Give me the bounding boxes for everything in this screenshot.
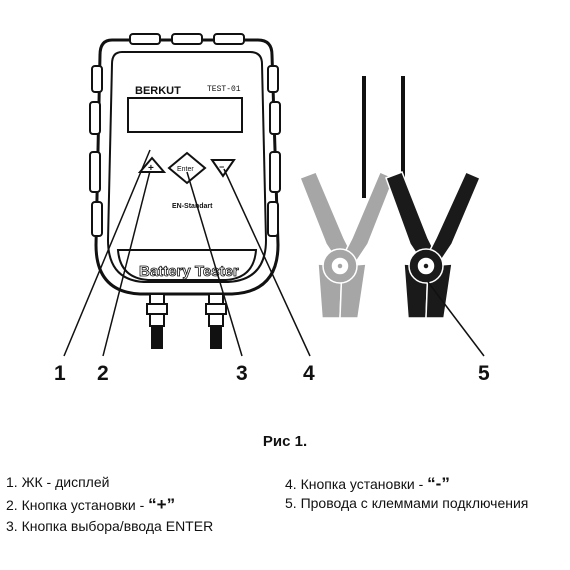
right-bumper-ribs [267, 65, 281, 237]
legend-item-4-symbol: “-” [427, 474, 450, 493]
minus-button [210, 159, 236, 178]
legend-item-3: 3. Кнопка выбора/ввода ENTER [6, 518, 214, 534]
leader-line-5 [427, 281, 485, 357]
leader-line-1 [63, 149, 151, 357]
figure-caption: Рис 1. [262, 433, 308, 450]
device-outer-bumper [94, 38, 280, 296]
legend-item-2-text: 2. Кнопка установки - [6, 497, 149, 513]
brand-label: BERKUT [135, 85, 181, 97]
minus-symbol: − [219, 162, 224, 172]
leader-line-4 [223, 168, 311, 357]
callout-5: 5 [478, 362, 490, 385]
label-band [116, 249, 258, 281]
battery-tester-device [89, 33, 281, 296]
standard-label: EN-Standart [172, 203, 213, 210]
enter-button [167, 151, 207, 185]
legend-item-1: 1. ЖК - дисплей [6, 474, 110, 490]
leader-line-2 [102, 170, 151, 357]
legend-item-4-text: 4. Кнопка установки - [285, 476, 428, 492]
leader-line-3 [186, 171, 243, 357]
model-label: TEST-01 [207, 85, 241, 94]
product-label: Battery Tester [139, 263, 239, 280]
left-bumper-ribs [89, 65, 103, 237]
gray-clamp [299, 171, 395, 319]
battery-tester-diagram: BERKUT TEST-01 + Enter − EN-Standart Bat… [63, 33, 485, 357]
device-front-panel [106, 51, 268, 283]
black-clamp [385, 171, 481, 319]
callout-3: 3 [236, 362, 248, 385]
leader-lines [63, 149, 485, 357]
legend-item-5: 5. Провода с клеммами подключения [285, 495, 529, 511]
plus-symbol: + [148, 163, 154, 174]
callout-2: 2 [97, 362, 109, 385]
callout-4: 4 [303, 362, 315, 385]
enter-label: Enter [177, 166, 194, 173]
lcd-display [127, 97, 243, 133]
plus-button [137, 156, 167, 173]
legend-item-2: 2. Кнопка установки - “+” [6, 495, 175, 515]
cable-connectors [146, 293, 227, 349]
legend-item-2-symbol: “+” [148, 495, 176, 514]
top-bumper-ribs [129, 33, 245, 45]
callout-1: 1 [54, 362, 66, 385]
legend-item-4: 4. Кнопка установки - “-” [285, 474, 450, 494]
